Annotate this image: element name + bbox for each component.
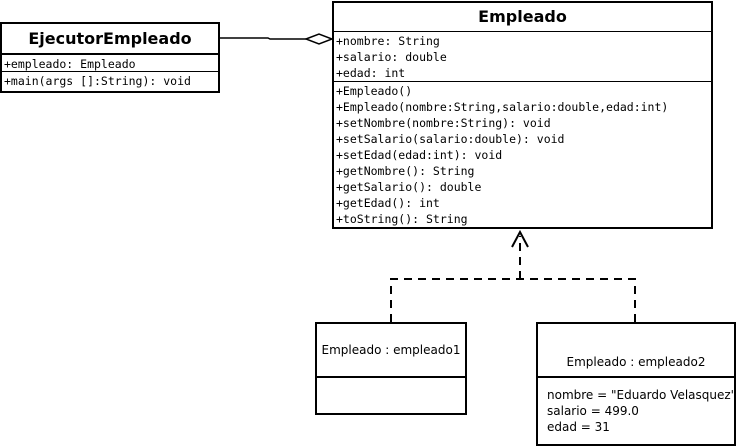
object-attribute: edad = 31 <box>547 420 610 434</box>
object-attribute: salario = 499.0 <box>547 404 639 418</box>
method: +toString(): String <box>336 212 468 226</box>
attributes-compartment: +nombre: String +salario: double +edad: … <box>334 31 711 81</box>
instance-of-edge <box>390 229 636 322</box>
object-attributes-compartment: nombre = "Eduardo Velasquez" salario = 4… <box>538 376 736 435</box>
object-name: Empleado : empleado2 <box>566 355 706 369</box>
class-name: Empleado <box>478 7 567 26</box>
method: +getNombre(): String <box>336 164 475 178</box>
attribute: +empleado: Empleado <box>4 57 136 71</box>
attribute: +edad: int <box>336 66 406 80</box>
method: +getSalario(): double <box>336 180 482 194</box>
aggregation-diamond-icon <box>303 33 335 45</box>
method: +setNombre(nombre:String): void <box>336 116 551 130</box>
attributes-compartment: +empleado: Empleado <box>2 53 218 71</box>
method: +Empleado() <box>336 84 413 98</box>
methods-compartment: +Empleado() +Empleado(nombre:String,sala… <box>334 81 711 227</box>
object-attribute: nombre = "Eduardo Velasquez" <box>547 388 736 402</box>
method: +setEdad(edad:int): void <box>336 148 503 162</box>
object-name: Empleado : empleado1 <box>321 343 461 357</box>
empleado2-object: Empleado : empleado2 nombre = "Eduardo V… <box>536 322 736 446</box>
empleado1-object: Empleado : empleado1 <box>315 322 467 415</box>
ejecutor-empleado-class: EjecutorEmpleado +empleado: Empleado +ma… <box>0 22 220 93</box>
attribute: +salario: double <box>336 50 447 64</box>
open-arrowhead-icon <box>511 229 529 248</box>
method: +getEdad(): int <box>336 196 440 210</box>
method: +Empleado(nombre:String,salario:double,e… <box>336 100 669 114</box>
method: +main(args []:String): void <box>4 74 191 88</box>
object-attributes-compartment <box>317 376 465 413</box>
methods-compartment: +main(args []:String): void <box>2 71 218 89</box>
attribute: +nombre: String <box>336 34 440 48</box>
method: +setSalario(salario:double): void <box>336 132 565 146</box>
empleado-class: Empleado +nombre: String +salario: doubl… <box>332 1 713 229</box>
class-name: EjecutorEmpleado <box>28 29 192 48</box>
aggregation-edge <box>219 33 335 45</box>
